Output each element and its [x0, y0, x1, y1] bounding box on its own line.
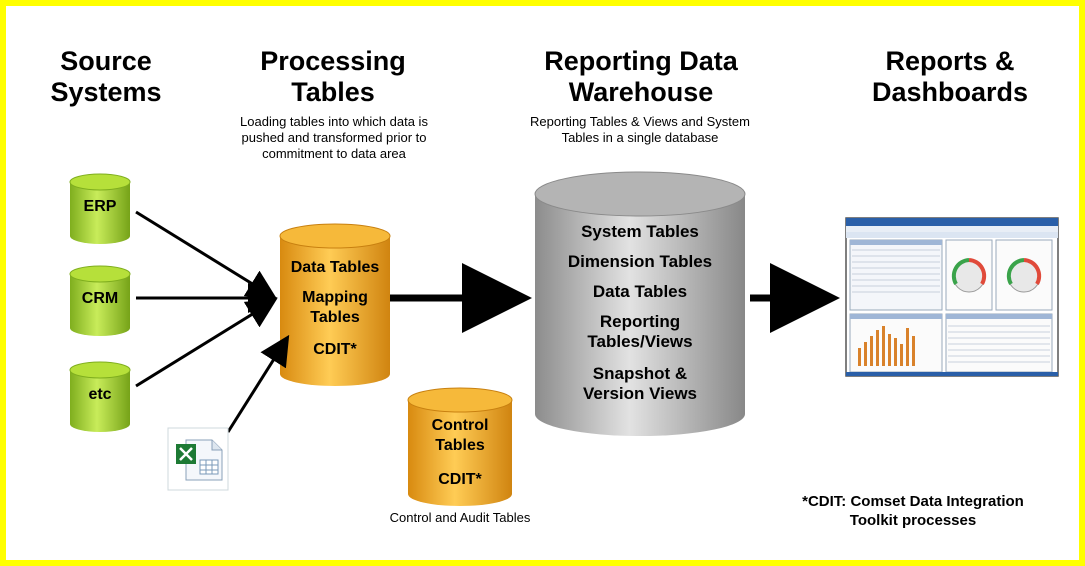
processing-label-data-tables: Data Tables [290, 259, 380, 276]
arrow-erp-to-processing [135, 210, 278, 300]
header-processing-tables: Processing Tables [260, 46, 406, 107]
warehouse-cylinder [534, 171, 746, 436]
excel-icon [167, 427, 229, 491]
warehouse-label-dimension-tables: Dimension Tables [567, 252, 713, 271]
source-label-erp: ERP [83, 198, 117, 215]
arrow-excel-to-processing [226, 334, 290, 433]
source-cylinder-etc [69, 361, 131, 432]
warehouse-label-snapshot-views: Snapshot & Version Views [582, 364, 698, 403]
processing-label-cdit: CDIT* [313, 341, 357, 358]
processing-cylinder [279, 223, 391, 386]
arrow-etc-to-processing [135, 298, 278, 388]
control-label-cdit: CDIT* [438, 471, 482, 488]
header-reports-dashboards: Reports & Dashboards [871, 46, 1029, 107]
control-description: Control and Audit Tables [389, 510, 531, 525]
warehouse-description: Reporting Tables & Views and System Tabl… [530, 114, 750, 145]
control-label-tables: Control Tables [431, 417, 489, 454]
cdit-footnote: *CDIT: Comset Data Integration Toolkit p… [802, 493, 1024, 529]
warehouse-label-data-tables: Data Tables [592, 282, 688, 301]
warehouse-label-system-tables: System Tables [581, 222, 699, 241]
warehouse-label-reporting-tables: Reporting Tables/Views [587, 312, 693, 351]
control-cylinder [407, 387, 513, 506]
processing-description: Loading tables into which data is pushed… [240, 114, 428, 161]
source-label-etc: etc [88, 386, 112, 403]
source-cylinder-crm [69, 265, 131, 336]
source-cylinder-erp [69, 173, 131, 244]
processing-label-mapping-tables: Mapping Tables [302, 289, 368, 326]
header-source-systems: Source Systems [50, 46, 162, 107]
source-label-crm: CRM [81, 290, 119, 307]
header-reporting-warehouse: Reporting Data Warehouse [544, 46, 738, 107]
dashboard-screenshot [845, 217, 1059, 377]
